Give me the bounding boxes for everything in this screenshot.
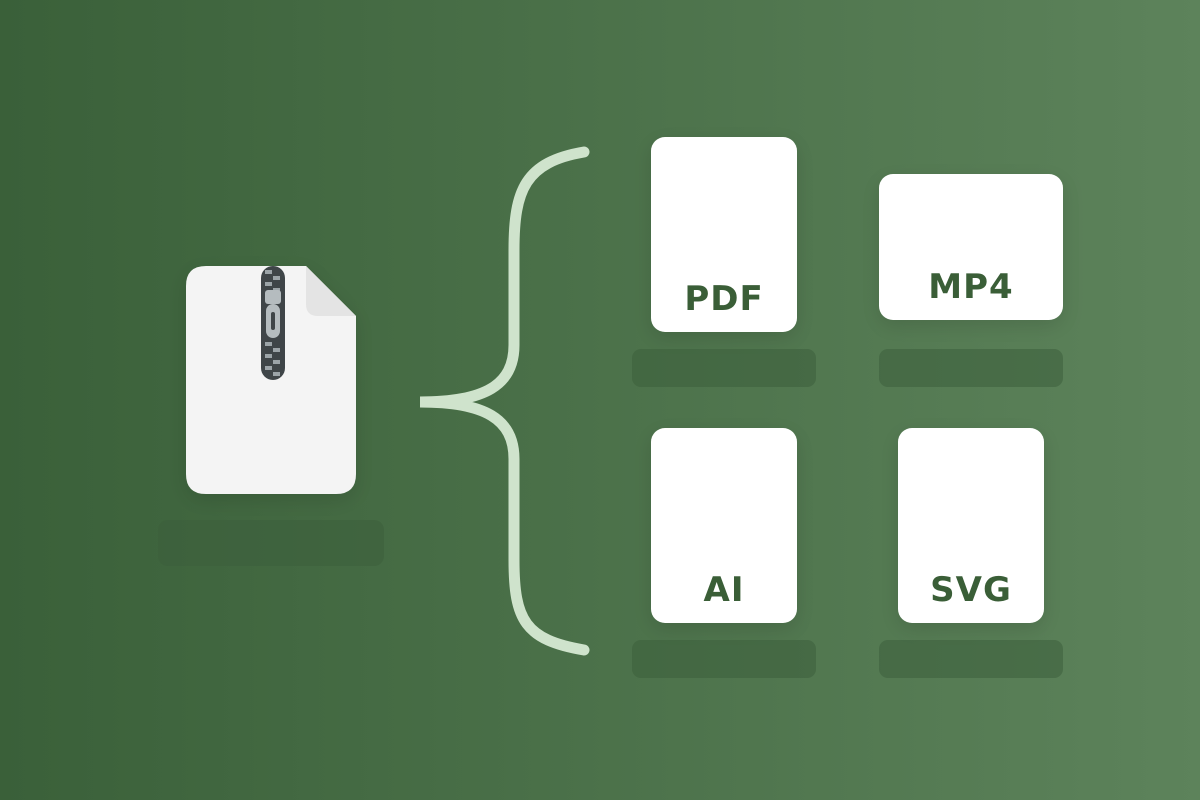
zipper-tooth — [273, 372, 280, 376]
file-card — [898, 428, 1044, 623]
zipper-tooth — [273, 276, 280, 280]
zipper-tooth — [265, 270, 272, 274]
file-card-ai: AI — [651, 428, 797, 623]
file-card-mp4: MP4 — [879, 174, 1063, 320]
file-card-svg: SVG — [898, 428, 1044, 623]
zipper-tooth — [273, 360, 280, 364]
curly-brace-icon — [419, 146, 590, 656]
zipper-tooth — [265, 342, 272, 346]
zip-document — [186, 266, 356, 494]
file-label-pdf: PDF — [684, 279, 763, 319]
zipper-icon — [261, 266, 285, 380]
file-label-mp4: MP4 — [928, 267, 1013, 307]
file-label-ai: AI — [704, 570, 745, 610]
file-card — [879, 174, 1063, 320]
zip-name-placeholder — [158, 520, 384, 566]
zipper-pull-top — [265, 290, 281, 304]
zipper-tooth — [273, 348, 280, 352]
file-name-placeholder — [632, 640, 816, 678]
zipper-tooth — [265, 354, 272, 358]
zipper-pull-slot — [271, 312, 275, 330]
file-card-pdf: PDF — [651, 137, 797, 332]
file-name-placeholder — [632, 349, 816, 387]
file-card — [651, 428, 797, 623]
page-fold — [306, 266, 356, 316]
file-name-placeholder — [879, 640, 1063, 678]
file-label-svg: SVG — [930, 570, 1012, 610]
zipper-tooth — [265, 366, 272, 370]
zip-file-icon — [186, 266, 356, 494]
file-name-placeholder — [879, 349, 1063, 387]
zipper-tooth — [265, 282, 272, 286]
file-card — [651, 137, 797, 332]
